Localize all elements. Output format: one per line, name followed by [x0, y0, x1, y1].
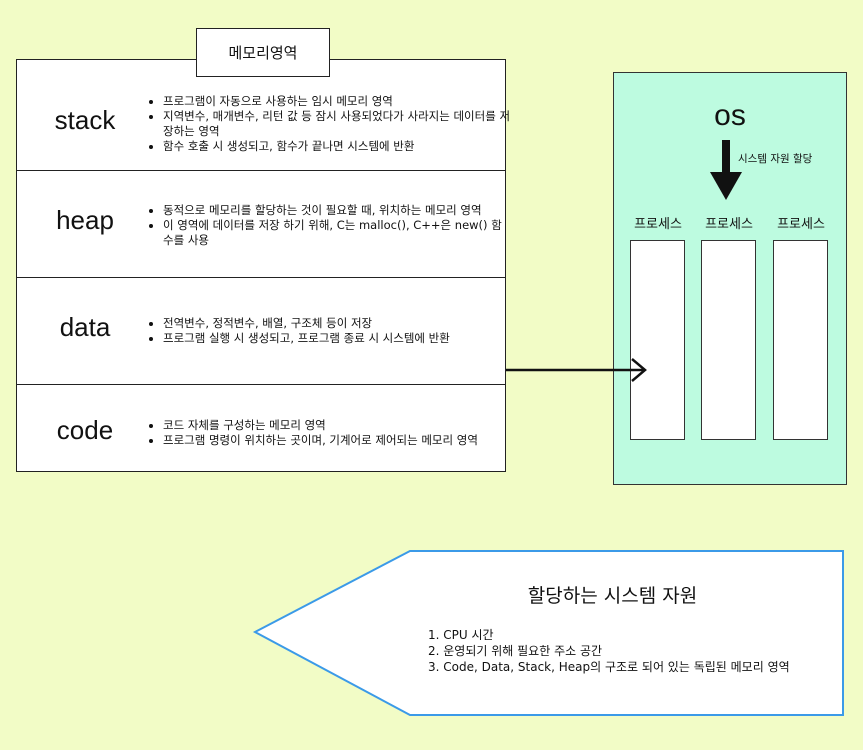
segment-name-data: data: [59, 312, 111, 342]
list-item: 지역변수, 매개변수, 리턴 값 등 잠시 사용되었다가 사라지는 데이터를 저…: [163, 109, 511, 139]
process-box-3: [773, 240, 828, 440]
list-item: 프로그램 실행 시 생성되고, 프로그램 종료 시 시스템에 반환: [163, 331, 511, 346]
stack-segment: stack 프로그램이 자동으로 사용하는 임시 메모리 영역 지역변수, 매개…: [17, 60, 510, 171]
stack-description: 프로그램이 자동으로 사용하는 임시 메모리 영역 지역변수, 매개변수, 리턴…: [145, 94, 511, 154]
segment-name-stack: stack: [54, 105, 116, 135]
memory-region-table: stack 프로그램이 자동으로 사용하는 임시 메모리 영역 지역변수, 매개…: [16, 59, 510, 473]
segment-name-heap: heap: [56, 205, 114, 235]
callout-title: 할당하는 시스템 자원: [527, 585, 698, 607]
list-item: 전역변수, 정적변수, 배열, 구조체 등이 저장: [163, 316, 511, 331]
process-label-1: 프로세스: [634, 217, 682, 232]
list-item: 3. Code, Data, Stack, Heap의 구조로 되어 있는 독립…: [428, 660, 790, 674]
list-item: 1. CPU 시간: [428, 628, 494, 642]
os-label: os: [714, 99, 746, 132]
heap-segment: heap 동적으로 메모리를 할당하는 것이 필요할 때, 위치하는 메모리 영…: [17, 171, 505, 278]
list-item: 프로그램이 자동으로 사용하는 임시 메모리 영역: [163, 94, 511, 109]
process-label-2: 프로세스: [705, 217, 753, 232]
callout-list: 1. CPU 시간 2. 운영되기 위해 필요한 주소 공간 3. Code, …: [428, 627, 838, 675]
list-item: 코드 자체를 구성하는 메모리 영역: [163, 418, 511, 433]
data-segment: data 전역변수, 정적변수, 배열, 구조체 등이 저장 프로그램 실행 시…: [17, 278, 505, 385]
code-segment: code 코드 자체를 구성하는 메모리 영역 프로그램 명령이 위치하는 곳이…: [17, 385, 505, 473]
process-box-2: [701, 240, 756, 440]
code-description: 코드 자체를 구성하는 메모리 영역 프로그램 명령이 위치하는 곳이며, 기계…: [145, 418, 511, 448]
process-label-3: 프로세스: [777, 217, 825, 232]
list-item: 이 영역에 데이터를 저장 하기 위해, C는 malloc(), C++은 n…: [163, 218, 511, 248]
down-arrow-icon: [710, 140, 742, 200]
os-panel: os 시스템 자원 할당 프로세스 프로세스 프로세스: [613, 72, 847, 485]
data-description: 전역변수, 정적변수, 배열, 구조체 등이 저장 프로그램 실행 시 생성되고…: [145, 316, 511, 346]
process-box-1: [630, 240, 685, 440]
list-item: 동적으로 메모리를 할당하는 것이 필요할 때, 위치하는 메모리 영역: [163, 203, 511, 218]
memory-region-title: 메모리영역: [196, 28, 330, 77]
list-item: 함수 호출 시 생성되고, 함수가 끝나면 시스템에 반환: [163, 139, 511, 154]
list-item: 2. 운영되기 위해 필요한 주소 공간: [428, 644, 603, 658]
segment-name-code: code: [56, 415, 114, 445]
heap-description: 동적으로 메모리를 할당하는 것이 필요할 때, 위치하는 메모리 영역 이 영…: [145, 203, 511, 248]
resource-allocation-label: 시스템 자원 할당: [738, 153, 813, 165]
list-item: 프로그램 명령이 위치하는 곳이며, 기계어로 제어되는 메모리 영역: [163, 433, 511, 448]
